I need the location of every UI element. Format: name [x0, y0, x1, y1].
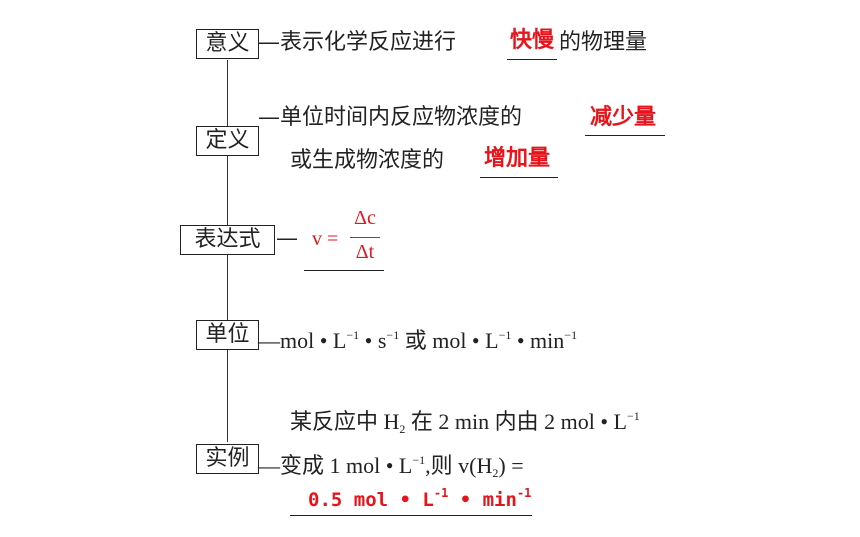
label-definition: 定义: [196, 126, 259, 156]
unit-exp-d: −1: [564, 328, 578, 342]
definition-line2-answer: 增加量: [484, 146, 551, 171]
rate-formula-numerator: Δc: [354, 207, 376, 229]
example-answer: 0.5 mol • L-1 • min-1: [308, 486, 531, 511]
label-example: 实例: [196, 444, 259, 474]
rate-formula-lhs: v =: [312, 228, 339, 250]
unit-part-b: • s: [359, 328, 387, 353]
unit-exp-c: −1: [498, 328, 512, 342]
definition-line1-prefix: —单位时间内反应物浓度的: [258, 105, 523, 130]
label-unit: 单位: [196, 320, 259, 350]
unit-exp-a: −1: [346, 328, 360, 342]
expression-dash: —: [276, 226, 298, 251]
example-line2-a: —变成 1 mol • L: [258, 453, 413, 478]
example-answer-b: • min: [448, 489, 517, 511]
example-answer-underline: [290, 515, 532, 516]
example-line1-a: 某反应中 H: [290, 409, 400, 434]
example-line1-b: 在 2 min 内由 2 mol • L: [405, 409, 627, 434]
definition-line2-prefix: 或生成物浓度的: [290, 148, 445, 173]
unit-part-d: • min: [511, 328, 565, 353]
unit-part-c: 或 mol • L: [399, 328, 499, 353]
example-line2-exp: −1: [412, 453, 426, 467]
example-line1: 某反应中 H2 在 2 min 内由 2 mol • L−1: [290, 402, 640, 443]
label-expression: 表达式: [180, 225, 275, 255]
meaning-answer-underline: [507, 59, 557, 60]
example-line2: —变成 1 mol • L−1,则 v(H2) =: [258, 446, 524, 487]
meaning-answer: 快慢: [510, 28, 555, 53]
definition-line1-answer: 减少量: [590, 105, 657, 130]
rate-formula-denominator: Δt: [355, 241, 375, 263]
definition-line1-underline: [585, 135, 665, 136]
example-line1-exp: −1: [626, 409, 640, 423]
example-line1-sub: 2: [399, 422, 406, 436]
meaning-suffix: 的物理量: [559, 30, 648, 55]
example-line2-b: ,则 v(H: [425, 453, 493, 478]
unit-part-a: —mol • L: [258, 328, 347, 353]
example-answer-a: 0.5 mol • L: [308, 489, 434, 511]
expression-underline: [304, 270, 384, 271]
definition-line2-underline: [480, 177, 558, 178]
example-line2-c: ) =: [498, 453, 524, 478]
fraction-bar: [350, 237, 380, 238]
example-answer-exp1: -1: [433, 486, 449, 500]
meaning-prefix: —表示化学反应进行: [258, 30, 457, 55]
example-answer-exp2: -1: [516, 486, 532, 500]
label-meaning: 意义: [196, 29, 259, 59]
example-line2-sub: 2: [492, 466, 499, 480]
unit-text: —mol • L−1 • s−1 或 mol • L−1 • min−1: [258, 321, 577, 355]
unit-exp-b: −1: [386, 328, 400, 342]
